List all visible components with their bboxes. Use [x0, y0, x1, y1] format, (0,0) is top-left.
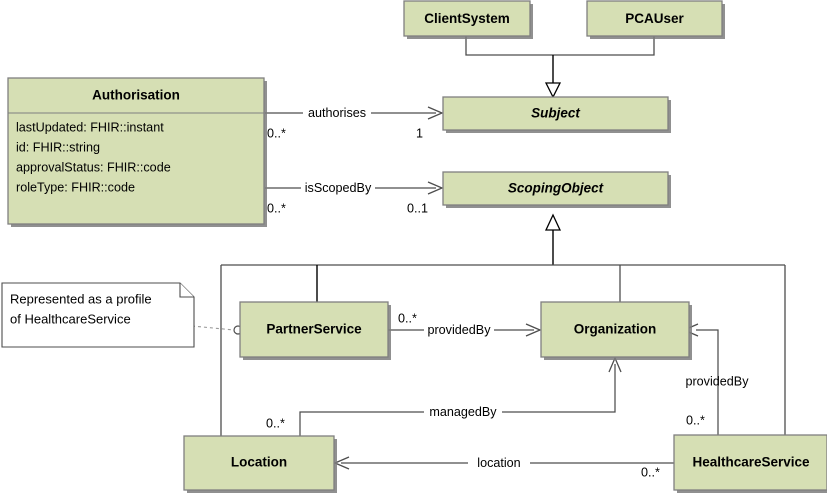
class-organization[interactable]: Organization [540, 301, 692, 360]
class-scopingobject[interactable]: ScopingObject [442, 171, 671, 208]
class-attribute: roleType: FHIR::code [16, 180, 135, 194]
class-attribute: approvalStatus: FHIR::code [16, 160, 171, 174]
note-partnerservice: Represented as a profile of HealthcareSe… [1, 282, 243, 348]
generalization-subject [465, 36, 655, 99]
note-line-1: Represented as a profile [10, 291, 152, 306]
association-label-authorises: authorises [308, 106, 366, 120]
class-title-healthcareservice: HealthcareService [692, 455, 810, 470]
class-attribute: id: FHIR::string [16, 140, 100, 154]
class-title-partnerservice: PartnerService [266, 322, 362, 337]
multiplicity-providedby-partner-source: 0..* [398, 311, 417, 325]
multiplicity-managedby-source: 0..* [266, 416, 285, 430]
multiplicity-isscopedby-target: 0..1 [407, 201, 428, 215]
class-partnerservice[interactable]: PartnerService [239, 301, 391, 360]
multiplicity-authorises-target: 1 [416, 126, 423, 140]
multiplicity-location-source: 0..* [641, 465, 660, 479]
class-title-organization: Organization [574, 322, 657, 337]
association-label-isscopedby: isScopedBy [305, 181, 372, 195]
generalization-scopingobject [220, 213, 786, 436]
association-labels: authorises isScopedBy providedBy provide… [301, 105, 749, 472]
class-title-pcauser: PCAUser [625, 11, 684, 26]
class-title-subject: Subject [531, 106, 580, 121]
association-label-location: location [477, 456, 520, 470]
multiplicity-isscopedby-source: 0..* [267, 201, 286, 215]
class-healthcareservice[interactable]: HealthcareService [673, 434, 827, 493]
class-clientsystem[interactable]: ClientSystem [403, 0, 533, 39]
class-title-scopingobject: ScopingObject [508, 181, 604, 196]
association-label-providedby-healthcare: providedBy [685, 374, 749, 388]
association-label-managedby: managedBy [429, 405, 497, 419]
multiplicity-providedby-healthcare-source: 0..* [686, 413, 705, 427]
class-authorisation[interactable]: Authorisation lastUpdated: FHIR::instant… [7, 77, 267, 227]
class-attribute: lastUpdated: FHIR::instant [16, 120, 164, 134]
class-title-location: Location [231, 455, 287, 470]
multiplicity-labels: 0..* 1 0..* 0..1 0..* 0..* 0..* 0..* [266, 126, 705, 479]
multiplicity-authorises-source: 0..* [267, 126, 286, 140]
class-subject[interactable]: Subject [442, 96, 671, 133]
class-title-clientsystem: ClientSystem [424, 11, 510, 26]
association-label-providedby-partner: providedBy [427, 323, 491, 337]
class-title-authorisation: Authorisation [92, 88, 180, 103]
class-location[interactable]: Location [183, 435, 337, 493]
association-managedby [299, 356, 622, 436]
class-pcauser[interactable]: PCAUser [586, 0, 725, 39]
note-line-2: of HealthcareService [10, 311, 131, 326]
